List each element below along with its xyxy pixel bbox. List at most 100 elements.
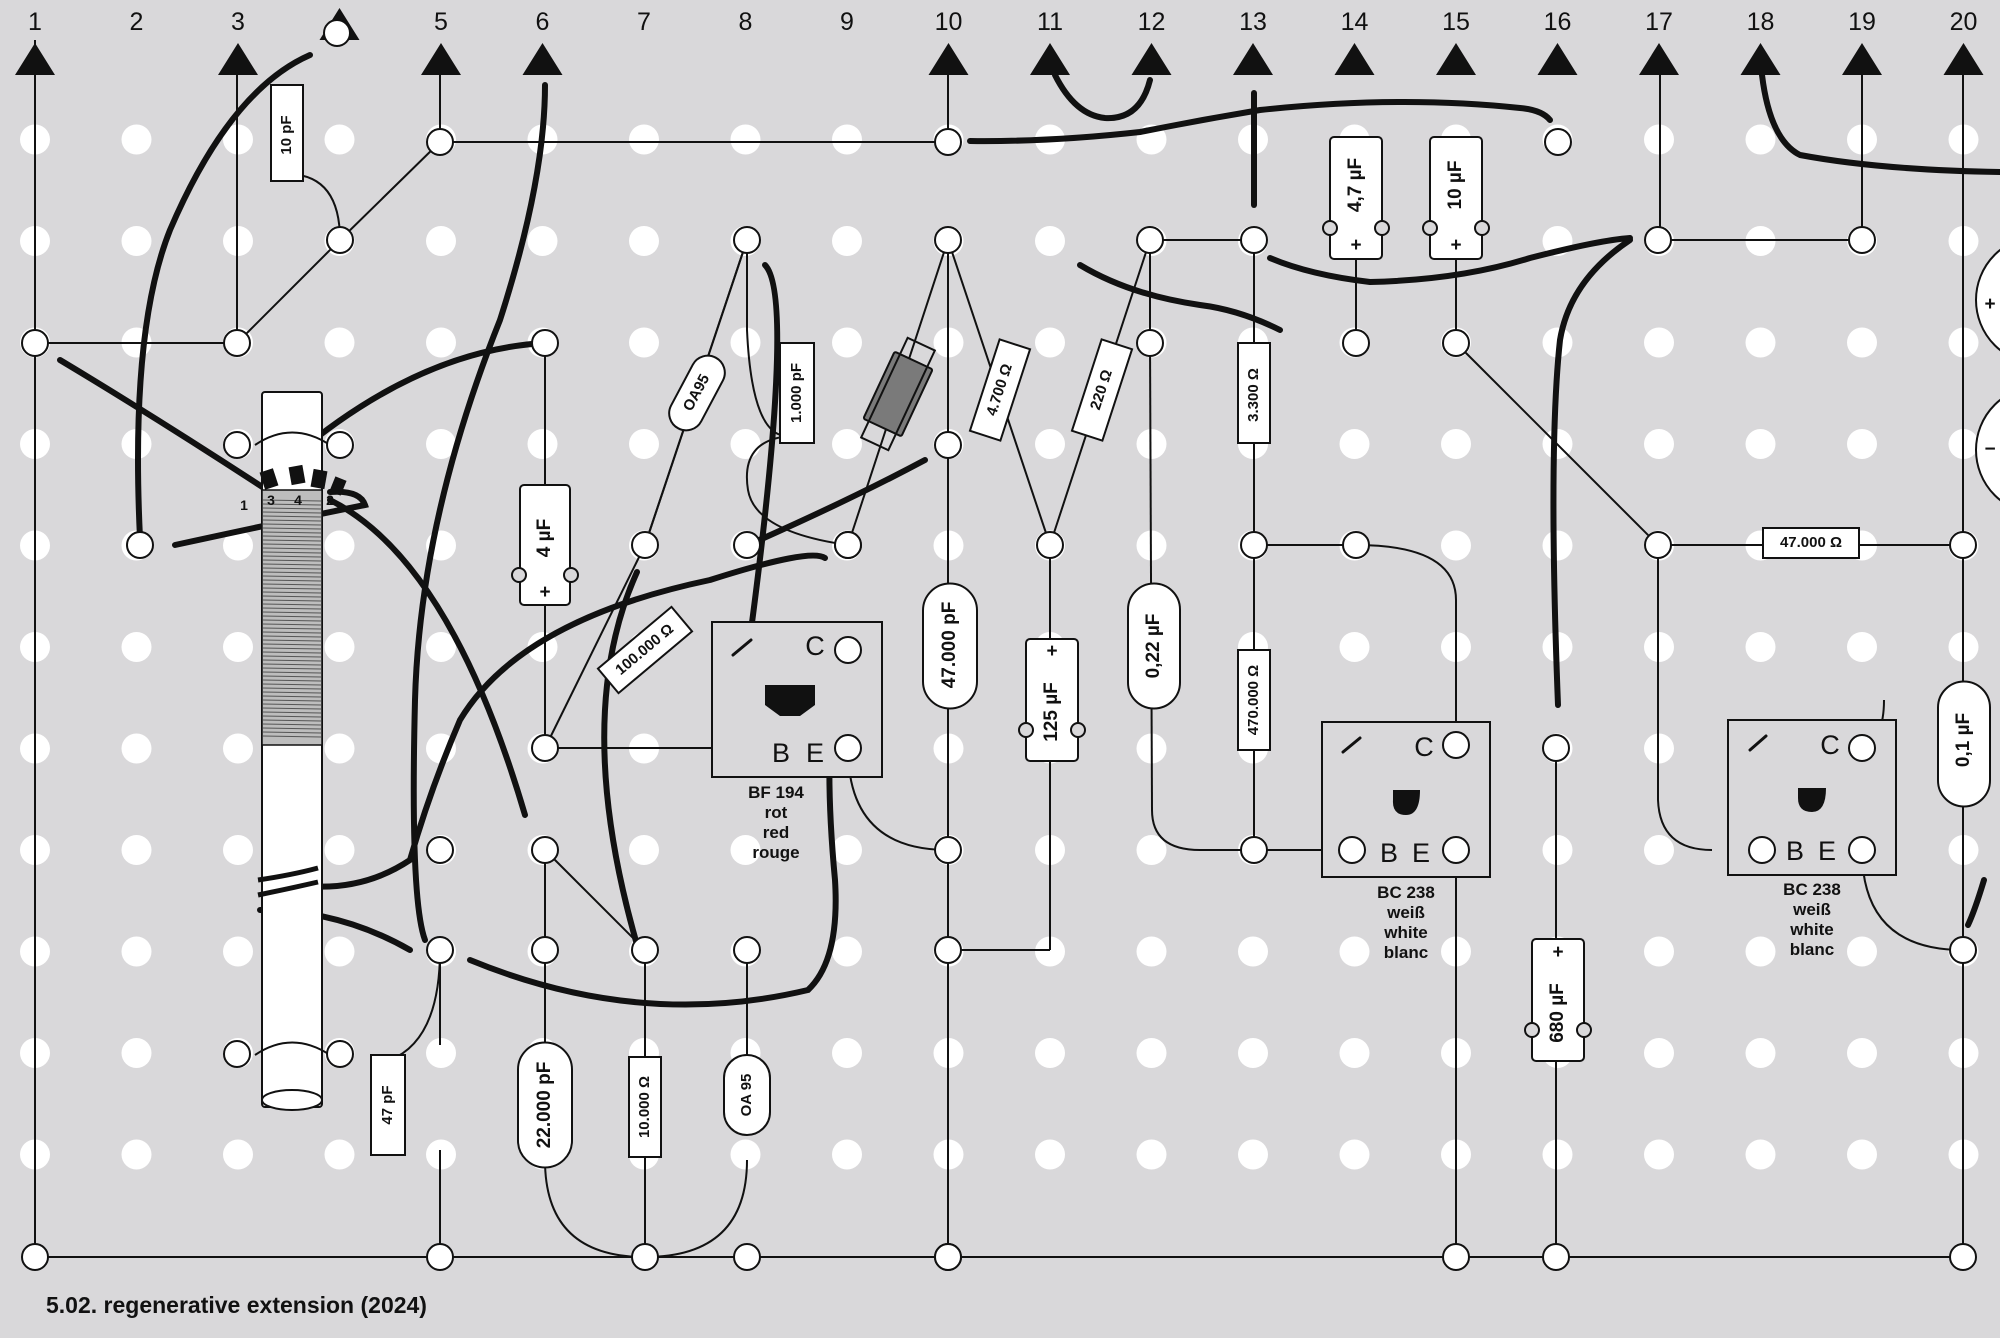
column-number: 5 xyxy=(434,8,448,36)
wire-node xyxy=(1342,329,1370,357)
component-body xyxy=(1070,338,1134,442)
t3-base-label: B xyxy=(1786,836,1804,866)
top-rail-arrow xyxy=(218,43,258,75)
jumper-wires xyxy=(57,52,2000,1008)
board-dot xyxy=(1847,327,1877,358)
board-dot xyxy=(324,936,355,967)
cap-0-1uf-label: 0,1 µF xyxy=(1953,713,1974,767)
cap-4uf-label: 4 µF xyxy=(534,519,555,557)
wire-node xyxy=(1240,226,1268,254)
t2-base-label: B xyxy=(1380,838,1398,868)
board-dot xyxy=(1644,1139,1674,1170)
board-dot xyxy=(1136,835,1167,865)
board-dot xyxy=(629,429,659,459)
board-dot xyxy=(1847,1139,1877,1170)
board-dot xyxy=(1441,429,1471,459)
t3-caption-4: blanc xyxy=(1790,940,1834,959)
board-dot xyxy=(121,632,152,662)
board-dot xyxy=(1136,936,1167,967)
component-body xyxy=(270,84,304,182)
wire-node xyxy=(426,128,454,156)
board-dot xyxy=(1847,632,1877,662)
cap-47pf-label: 47 pF xyxy=(379,1085,396,1124)
wire-node xyxy=(1949,531,1977,559)
component-body xyxy=(1429,136,1483,260)
board-dot xyxy=(1136,429,1167,459)
board-dot xyxy=(629,835,659,865)
board-dot xyxy=(1339,632,1370,662)
board-dot xyxy=(121,1139,152,1170)
cap-1000pf-label: 1.000 pF xyxy=(788,363,805,423)
t1-caption-1: BF 194 xyxy=(748,783,804,802)
t2-caption-3: white xyxy=(1383,923,1427,942)
board-dot xyxy=(324,733,355,764)
board-dot xyxy=(121,226,152,256)
board-dot xyxy=(1238,1038,1268,1068)
plus-680uf: + xyxy=(1552,942,1563,963)
wire-node xyxy=(326,1040,354,1068)
board-dot xyxy=(832,429,862,459)
component-body xyxy=(862,351,934,437)
column-number: 19 xyxy=(1848,8,1876,36)
wire-node xyxy=(1949,1243,1977,1271)
component-body xyxy=(596,605,694,695)
component-body xyxy=(519,484,571,606)
board-dot xyxy=(223,733,253,764)
component-body xyxy=(628,1056,662,1158)
board-dot xyxy=(121,733,152,764)
component-body xyxy=(922,582,978,710)
wire-node xyxy=(1338,836,1366,864)
minus-right-cap-bottom: − xyxy=(1984,439,1995,460)
wire-node xyxy=(1542,1243,1570,1271)
board-dot xyxy=(730,327,761,358)
wire-node xyxy=(1644,226,1672,254)
t3-caption-2: weiß xyxy=(1792,900,1831,919)
t3-emitter-label: E xyxy=(1818,836,1836,866)
wire-node xyxy=(733,531,761,559)
wire-node xyxy=(1848,836,1876,864)
t1-collector-label: C xyxy=(805,631,825,661)
wire-node xyxy=(21,1243,49,1271)
wire-node xyxy=(1442,1243,1470,1271)
plus-125uf: + xyxy=(1046,641,1057,662)
column-number: 16 xyxy=(1544,8,1572,36)
res-47000-label: 47.000 Ω xyxy=(1780,534,1842,551)
board-dot xyxy=(1847,429,1877,459)
board-dot xyxy=(1035,429,1065,459)
res-470000-label: 470.000 Ω xyxy=(1245,665,1262,735)
board-dot xyxy=(629,226,659,256)
wire-node xyxy=(1442,836,1470,864)
wire-node xyxy=(21,329,49,357)
board-dot xyxy=(324,632,355,662)
connection-nodes xyxy=(21,19,1977,1271)
board-dot xyxy=(1745,327,1776,358)
board-dot xyxy=(1238,936,1268,967)
column-number: 18 xyxy=(1747,8,1775,36)
component-body xyxy=(968,338,1032,442)
board-dot xyxy=(223,530,253,561)
board-dot xyxy=(324,530,355,561)
board-dot xyxy=(121,1038,152,1068)
board-dot xyxy=(730,429,761,459)
board-dot xyxy=(1847,1038,1877,1068)
board-dot xyxy=(426,429,456,459)
t2-caption-1: BC 238 xyxy=(1377,883,1435,902)
board-dot xyxy=(832,327,862,358)
wire-node xyxy=(1949,936,1977,964)
plus-4-7uf: + xyxy=(1350,235,1361,256)
coil-tap-3: 3 xyxy=(267,492,275,508)
board-dot xyxy=(1035,1139,1065,1170)
plus-right-cap-top: + xyxy=(1984,294,1995,315)
column-number: 17 xyxy=(1645,8,1673,36)
board-dot xyxy=(1339,1139,1370,1170)
wire-node xyxy=(426,1243,454,1271)
wire-node xyxy=(1544,128,1572,156)
column-number: 7 xyxy=(637,8,651,36)
wire-node xyxy=(326,226,354,254)
wire-node xyxy=(934,431,962,459)
cap-22000pf-label: 22.000 pF xyxy=(534,1062,555,1149)
t1-emitter-label: E xyxy=(806,738,824,768)
board-dot xyxy=(121,124,152,155)
t1-caption-2: rot xyxy=(765,803,788,822)
